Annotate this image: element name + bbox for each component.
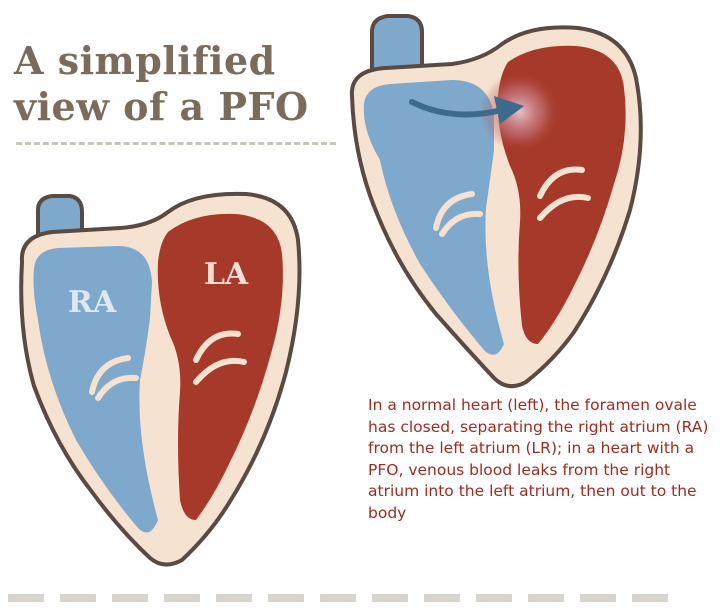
- title-line-2: view of a PFO: [14, 84, 309, 129]
- title-line-1: A simplified: [14, 38, 276, 83]
- caption-text: In a normal heart (left), the foramen ov…: [368, 396, 709, 522]
- normal-right-heart: [33, 246, 158, 533]
- label-right-atrium: RA: [68, 285, 117, 320]
- pfo-tricuspid-valve: [433, 191, 483, 237]
- bottom-divider: [0, 594, 720, 604]
- normal-left-heart: [157, 213, 283, 520]
- normal-heart: [19, 191, 302, 567]
- label-left-atrium: LA: [204, 257, 249, 292]
- normal-mitral-valve: [193, 330, 247, 385]
- normal-tricuspid-valve: [89, 355, 139, 401]
- pfo-mitral-valve: [537, 166, 591, 221]
- pfo-heart: [349, 14, 643, 389]
- shunt-arrow-head-icon: [494, 96, 524, 124]
- pfo-right-heart: [363, 80, 504, 355]
- shunt-arrow-icon: [409, 99, 505, 118]
- title-divider: [16, 142, 336, 145]
- page-title: A simplified view of a PFO: [14, 38, 354, 130]
- pfo-leak-glow: [480, 72, 560, 152]
